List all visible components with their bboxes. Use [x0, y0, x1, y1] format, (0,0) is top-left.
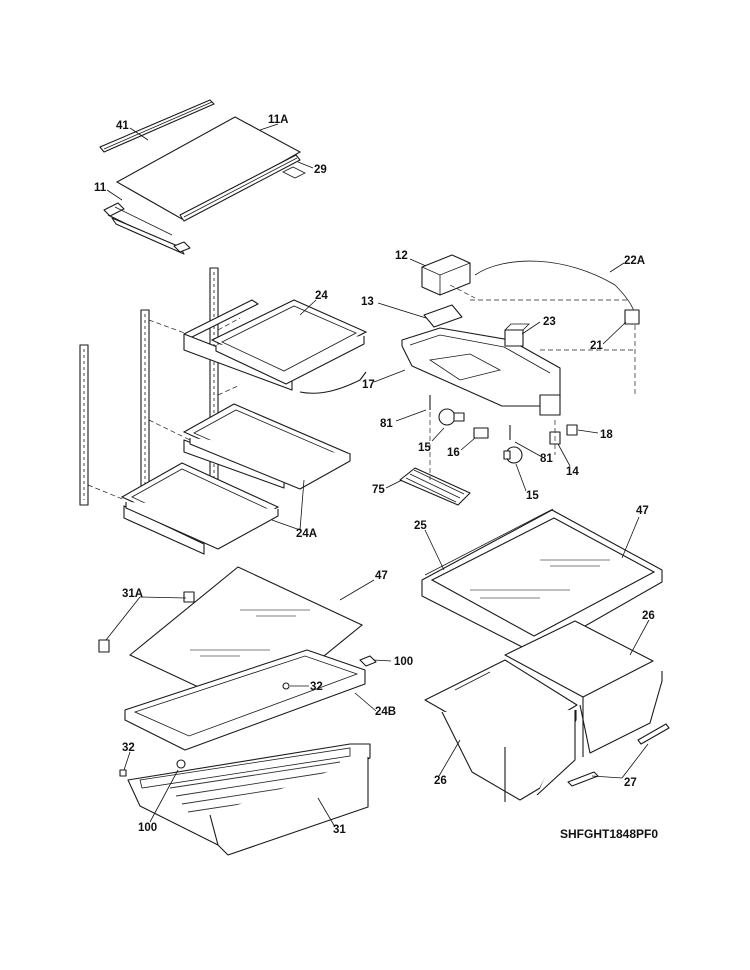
label-14: 14 [566, 466, 579, 478]
label-11: 11 [94, 182, 107, 194]
shelf-24 [183, 299, 368, 394]
label-26b: 26 [434, 775, 447, 787]
label-31A: 31A [122, 588, 143, 600]
label-41: 41 [116, 120, 129, 132]
label-26a: 26 [642, 610, 655, 622]
crisper-cover-assembly [421, 508, 663, 655]
pan-cover-assembly [98, 566, 377, 751]
shelf-24A-upper [182, 403, 352, 490]
label-32a: 32 [310, 681, 323, 693]
label-18: 18 [600, 429, 613, 441]
label-13: 13 [361, 296, 374, 308]
label-11A: 11A [268, 114, 288, 126]
label-15b: 15 [526, 490, 539, 502]
label-81a: 81 [380, 418, 393, 430]
label-27: 27 [624, 777, 637, 789]
label-31: 31 [333, 824, 346, 836]
label-100a: 100 [394, 656, 413, 668]
label-17: 17 [362, 379, 375, 391]
shelf-24A-lower [120, 462, 280, 555]
label-100b: 100 [138, 822, 157, 834]
meat-pan [119, 743, 371, 856]
label-24B: 24B [375, 706, 396, 718]
label-12: 12 [395, 250, 408, 262]
label-23: 23 [543, 316, 556, 328]
label-24A: 24A [296, 528, 317, 540]
label-15a: 15 [418, 442, 431, 454]
part-labels: 41 11A 29 11 12 22A 13 23 21 24 17 81 15… [94, 114, 655, 836]
label-75: 75 [372, 484, 385, 496]
drawer-slide-right [637, 723, 670, 745]
leader-lines [105, 123, 650, 828]
label-21: 21 [590, 340, 603, 352]
label-81b: 81 [540, 453, 553, 465]
crisper-drawer-right [504, 620, 663, 757]
label-24: 24 [315, 290, 328, 302]
crisper-drawer-left [424, 659, 578, 802]
label-29: 29 [314, 164, 327, 176]
label-16: 16 [447, 447, 460, 459]
light-housing-assembly [399, 254, 640, 506]
glass-shelf-assembly [99, 99, 306, 255]
label-47b: 47 [375, 570, 388, 582]
drawer-slide-left [567, 771, 599, 787]
label-22A: 22A [624, 255, 645, 267]
label-25: 25 [414, 520, 427, 532]
label-47a: 47 [636, 505, 649, 517]
label-32b: 32 [122, 742, 135, 754]
shelf-ladders [79, 267, 241, 506]
drawing-code: SHFGHT1848PF0 [560, 827, 659, 841]
